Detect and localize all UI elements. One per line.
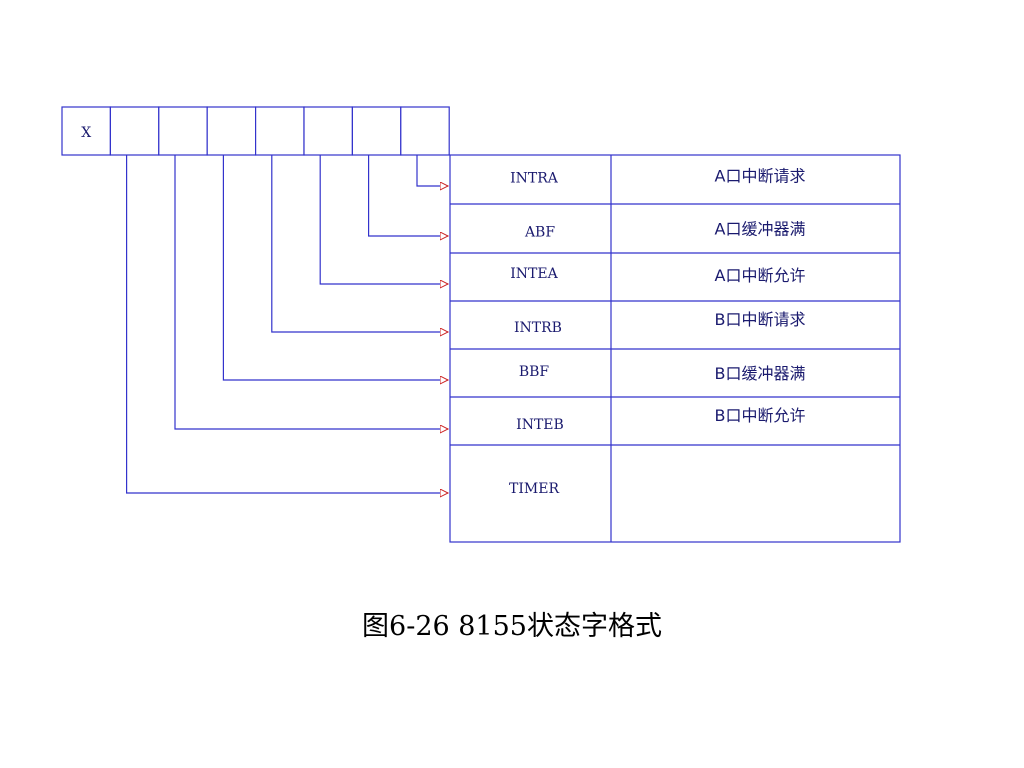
row-desc-intra: A口中断请求 xyxy=(715,167,806,186)
row-desc-abf: A口缓冲器满 xyxy=(715,220,806,239)
connector-intra xyxy=(416,155,448,186)
row-name-intra: INTRA xyxy=(510,171,559,187)
figure-caption: 图6-26 8155状态字格式 xyxy=(362,611,662,642)
bit-cell-5 xyxy=(158,106,208,156)
connector-bbf xyxy=(222,155,448,380)
status-table: INTRA A口中断请求 ABF A口缓冲器满 INTEA A口中断允许 INTRB B口中断… xyxy=(449,154,901,543)
connector-inteb xyxy=(174,155,448,429)
row-name-inteb: INTEB xyxy=(516,417,564,433)
bit-cell-2 xyxy=(303,106,354,156)
bit-cell-6 xyxy=(109,106,160,156)
row-desc-intea: A口中断允许 xyxy=(715,266,806,285)
row-name-abf: ABF xyxy=(524,225,555,241)
connector-timer xyxy=(125,155,448,493)
connector-intrb xyxy=(271,155,448,332)
bit-cell-3 xyxy=(255,106,305,156)
connector-intea xyxy=(319,155,448,284)
row-desc-intrb: B口中断请求 xyxy=(715,310,806,329)
bit-cell-1 xyxy=(351,106,402,156)
row-name-intrb: INTRB xyxy=(514,320,562,336)
bit-connectors xyxy=(125,155,448,493)
row-desc-bbf: B口缓冲器满 xyxy=(715,364,806,383)
row-name-timer: TIMER xyxy=(509,481,559,497)
row-desc-inteb: B口中断允许 xyxy=(715,406,806,425)
bit-cell-7 xyxy=(61,106,112,156)
bit-cell-0 xyxy=(400,106,450,156)
connector-abf xyxy=(368,155,448,236)
bit-register: X xyxy=(61,106,450,156)
bit-cell-4 xyxy=(206,106,257,156)
row-name-intea: INTEA xyxy=(510,266,558,282)
bit-cell-label: X xyxy=(81,125,91,141)
row-name-bbf: BBF xyxy=(519,364,550,380)
